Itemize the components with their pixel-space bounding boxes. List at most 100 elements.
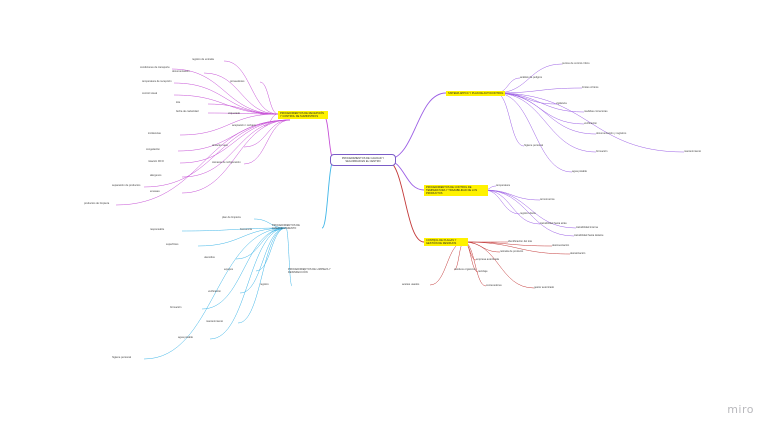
miro-logo: miro bbox=[727, 403, 754, 416]
connector-line bbox=[463, 241, 487, 287]
node-agua[interactable]: agua potable bbox=[178, 336, 194, 339]
connector-line bbox=[115, 119, 291, 206]
node-envases[interactable]: envases bbox=[150, 190, 160, 193]
connector-line bbox=[285, 227, 293, 287]
connector-line bbox=[495, 87, 583, 94]
node-correctoras[interactable]: medidas correctoras bbox=[584, 110, 608, 113]
node-verificacion-lim[interactable]: verificación bbox=[208, 290, 221, 293]
branch-appcc[interactable]: SISTEMA APPCC Y PLAN DE AUTOCONTROL bbox=[446, 91, 506, 96]
node-almacen-seco[interactable]: almacén seco bbox=[212, 144, 229, 147]
branch-cleaning[interactable]: PROCEDIMIENTOS DE LIMPIEZA Y DESINFECCIÓ… bbox=[288, 268, 331, 274]
node-formacion-r[interactable]: formación bbox=[596, 150, 608, 153]
node-analisis[interactable]: análisis de peligros bbox=[520, 76, 543, 79]
connector-line bbox=[179, 119, 291, 164]
node-higiene[interactable]: higiene personal bbox=[112, 356, 132, 359]
connector-line bbox=[463, 241, 571, 255]
node-verificacion[interactable]: verificación bbox=[584, 122, 597, 125]
node-vigilancia[interactable]: vigilancia bbox=[556, 102, 567, 105]
node-aceites[interactable]: aceites usados bbox=[402, 283, 420, 286]
node-limites[interactable]: límites críticos bbox=[582, 86, 599, 89]
connector-line bbox=[197, 227, 287, 247]
connector-line bbox=[207, 103, 279, 115]
node-traz-interna[interactable]: trazabilidad interna bbox=[576, 226, 598, 229]
node-desratizacion[interactable]: desratización bbox=[570, 252, 586, 255]
connector-line bbox=[209, 227, 287, 340]
node-caducidad[interactable]: fecha de caducidad bbox=[176, 110, 199, 113]
connector-line bbox=[143, 227, 287, 360]
node-organicos[interactable]: residuos orgánicos bbox=[454, 268, 476, 271]
connector-line bbox=[495, 92, 597, 135]
connector-line bbox=[181, 119, 291, 194]
node-doc-registros[interactable]: documentación y registros bbox=[596, 132, 627, 135]
connector-line bbox=[253, 218, 287, 229]
connector-line bbox=[495, 92, 585, 113]
node-separacion[interactable]: separación de productos bbox=[112, 184, 141, 187]
node-formacion-lim[interactable]: formación bbox=[170, 306, 182, 309]
node-termometros[interactable]: termómetros bbox=[540, 198, 555, 201]
node-traz-atras[interactable]: trazabilidad hacia atrás bbox=[540, 222, 567, 225]
connector-line bbox=[143, 119, 291, 188]
node-proveedores[interactable]: proveedores bbox=[230, 80, 245, 83]
node-registro-entrada[interactable]: registro de entrada bbox=[192, 58, 214, 61]
node-desinsectacion[interactable]: desinsectación bbox=[552, 244, 570, 247]
connector-line bbox=[495, 92, 685, 153]
node-pcc[interactable]: puntos de control crítico bbox=[562, 62, 590, 65]
connector-line bbox=[243, 119, 291, 148]
node-lote[interactable]: lote bbox=[176, 101, 181, 104]
node-gestor[interactable]: gestor autorizado bbox=[534, 286, 555, 289]
node-utensilios[interactable]: utensilios bbox=[204, 256, 215, 259]
branch-storage[interactable]: PROCEDIMIENTOS DE ALMACENAMIENTO bbox=[272, 224, 300, 230]
node-higiene-r[interactable]: higiene personal bbox=[524, 144, 544, 147]
connector-line bbox=[259, 81, 279, 115]
connector-line bbox=[239, 227, 287, 294]
central-topic[interactable]: PROCEDIMIENTOS DE CALIDAD Y SEGURIDAD EN… bbox=[330, 154, 396, 166]
node-temperatura[interactable]: temperatura bbox=[496, 184, 510, 187]
connector-line bbox=[495, 92, 525, 147]
node-equipos[interactable]: equipos bbox=[224, 268, 234, 271]
node-mantenimiento[interactable]: mantenimiento bbox=[206, 320, 224, 323]
connector-line bbox=[483, 189, 541, 201]
node-responsable[interactable]: responsable bbox=[150, 228, 165, 231]
branch-reception[interactable]: PROCEDIMIENTOS DE RECEPCIÓN Y CONTROL DE… bbox=[278, 111, 328, 119]
node-temp-recepcion[interactable]: temperatura de recepción bbox=[142, 80, 172, 83]
node-agua-r[interactable]: agua potable bbox=[572, 170, 588, 173]
node-reciclaje[interactable]: reciclaje bbox=[478, 270, 488, 273]
branch-temperature[interactable]: PROCEDIMIENTOS DE CONTROL DE TEMPERATURA… bbox=[424, 185, 488, 196]
connector-line bbox=[223, 60, 279, 115]
node-productos-limpieza[interactable]: productos de limpieza bbox=[84, 202, 110, 205]
connector-line bbox=[263, 113, 279, 127]
node-lote-id[interactable]: identificación del lote bbox=[508, 240, 533, 243]
node-alergenos[interactable]: alérgenos bbox=[150, 174, 162, 177]
connector-line bbox=[203, 72, 279, 115]
node-fifo[interactable]: rotación FIFO bbox=[148, 160, 164, 163]
connector-line bbox=[171, 68, 279, 115]
node-congelacion[interactable]: congelación bbox=[146, 148, 160, 151]
node-etiquetado[interactable]: etiquetado bbox=[228, 112, 241, 115]
node-plan-limpieza[interactable]: plan de limpieza bbox=[222, 216, 241, 219]
node-aceptacion[interactable]: aceptación / rechazo bbox=[232, 124, 256, 127]
node-retirada[interactable]: retirada de producto bbox=[500, 250, 524, 253]
node-refrigeracion[interactable]: cámaras de refrigeración bbox=[212, 161, 241, 164]
connector-line bbox=[385, 92, 447, 161]
connector-line bbox=[385, 159, 425, 243]
node-incidencias[interactable]: incidencias bbox=[148, 132, 161, 135]
node-transporte[interactable]: condiciones de transporte bbox=[140, 66, 170, 69]
connector-line bbox=[321, 159, 335, 229]
node-frecuencia[interactable]: frecuencia bbox=[240, 228, 252, 231]
node-empresa[interactable]: empresa autorizada bbox=[476, 258, 499, 261]
node-superficies[interactable]: superficies bbox=[166, 243, 179, 246]
node-documentacion[interactable]: documentación bbox=[172, 70, 190, 73]
node-traz-delante[interactable]: trazabilidad hacia delante bbox=[574, 234, 604, 237]
connector-line bbox=[483, 189, 541, 225]
node-contenedores[interactable]: contenedores bbox=[486, 284, 502, 287]
node-control-visual[interactable]: control visual bbox=[142, 92, 158, 95]
connector-line bbox=[243, 119, 291, 165]
connector-line bbox=[495, 92, 597, 153]
branch-pests[interactable]: CONTROL DE PLAGAS Y GESTIÓN DE RESIDUOS bbox=[424, 238, 468, 246]
connector-line bbox=[181, 227, 287, 232]
node-registro-limpieza[interactable]: registro bbox=[260, 283, 269, 286]
node-registro-diario[interactable]: registro diario bbox=[520, 212, 536, 215]
node-mant-r[interactable]: mantenimiento bbox=[684, 150, 702, 153]
